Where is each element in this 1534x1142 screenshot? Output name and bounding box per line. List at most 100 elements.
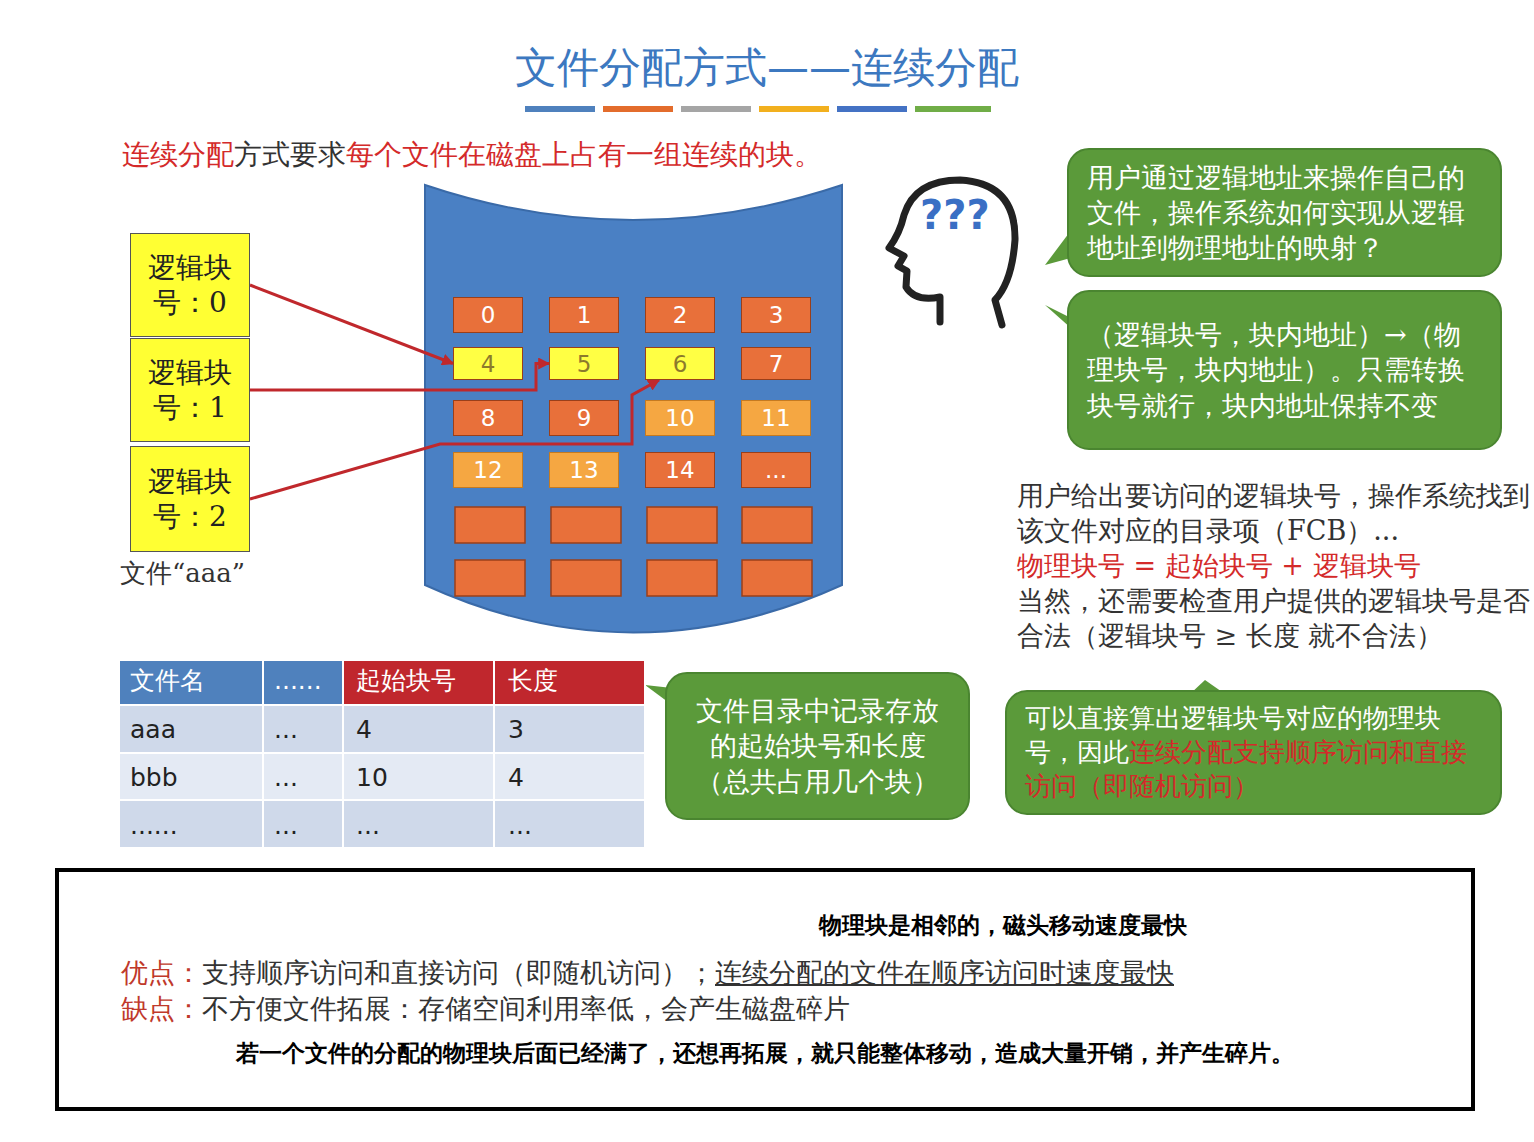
node-text: 5 — [577, 351, 592, 377]
label-group: 起始块号 — [356, 665, 456, 696]
disk-block: 12 — [453, 452, 523, 488]
node-text: 14 — [665, 457, 694, 483]
file-name: 文件“aaa” — [120, 558, 245, 588]
text-line: 1 — [577, 302, 592, 328]
text-line: 可以直接算出逻辑块号对应的物理块号，因此连续分配支持顺序访问和直接访问（即随机访… — [1025, 702, 1482, 803]
question-marks: ??? — [920, 192, 990, 238]
table-cell: ... — [274, 811, 298, 840]
label-group: 3 — [508, 714, 524, 745]
text-line: 3 — [769, 302, 784, 328]
node-text: 支持顺序访问和直接访问（即随机访问）； — [202, 957, 715, 988]
text-line: 逻辑块号：2 — [139, 464, 241, 534]
text-line: 14 — [665, 457, 694, 483]
text-line: 物理块是相邻的，磁头移动速度最快 — [79, 910, 1451, 941]
node-text: 连续分配的文件在顺序访问时速度最快 — [715, 957, 1174, 988]
node-text: ... — [765, 457, 787, 483]
node-text: 13 — [569, 457, 598, 483]
table-cell: 4 — [508, 763, 524, 792]
table-cell: ... — [356, 811, 380, 840]
label-group: bbb — [130, 762, 178, 793]
disk-block: 6 — [645, 347, 715, 380]
node-text: 11 — [761, 405, 790, 431]
label-group: 文件“aaa” — [120, 557, 245, 590]
text-line: 11 — [761, 405, 790, 431]
title: 文件分配方式——连续分配 — [0, 40, 1534, 96]
intro-text: 方式要求 — [234, 138, 346, 171]
callout-bubble: 用户通过逻辑地址来操作自己的文件，操作系统如何实现从逻辑地址到物理地址的映射？ — [1067, 148, 1502, 277]
node-text: 优点： — [121, 957, 202, 988]
logical-block: 逻辑块号：1 — [130, 338, 250, 442]
explanation-text: 当然，还需要检查用户提供的逻辑块号是否合法（逻辑块号 ≥ 长度 就不合法） — [1017, 583, 1532, 653]
disk-block: 5 — [549, 347, 619, 380]
disk-block: 14 — [645, 452, 715, 488]
text-line: 优点：支持顺序访问和直接访问（即随机访问）；连续分配的文件在顺序访问时速度最快 — [79, 955, 1451, 990]
label-group: ... — [274, 714, 298, 745]
disk-block: 11 — [741, 400, 811, 436]
table-cell: 4 — [356, 715, 372, 744]
table-cell: 10 — [356, 763, 388, 792]
callout-bubble: （逻辑块号，块内地址）→（物理块号，块内地址）。只需转换块号就行，块内地址保持不… — [1067, 290, 1502, 450]
table-cell: ... — [274, 715, 298, 744]
table-cell: aaa — [130, 715, 176, 744]
label-group: 10 — [356, 762, 388, 793]
label-group: aaa — [130, 714, 176, 745]
label-group: ... — [508, 810, 532, 841]
text-line: 用户通过逻辑地址来操作自己的文件，操作系统如何实现从逻辑地址到物理地址的映射？ — [1087, 160, 1482, 265]
callout-bubble: 文件目录中记录存放的起始块号和长度（总共占用几个块） — [665, 672, 970, 820]
node-text: 逻辑块号：1 — [148, 356, 232, 424]
disk-block: 1 — [549, 297, 619, 333]
table-grid — [119, 660, 645, 848]
logical-block: 逻辑块号：0 — [130, 233, 250, 337]
text-line: 2 — [673, 302, 688, 328]
label-group: 用户给出要访问的逻辑块号，操作系统找到该文件对应的目录项（FCB）...物理块号… — [1017, 478, 1532, 653]
empty-blocks — [455, 507, 812, 596]
text-line: 5 — [577, 351, 592, 377]
summary-box: 物理块是相邻的，磁头移动速度最快优点：支持顺序访问和直接访问（即随机访问）；连续… — [55, 868, 1475, 1111]
node-text: 1 — [577, 302, 592, 328]
node-text: （逻辑块号，块内地址）→（物理块号，块内地址）。只需转换块号就行，块内地址保持不… — [1087, 319, 1465, 420]
disk-block: 0 — [453, 297, 523, 333]
label-group: 4 — [508, 762, 524, 793]
table-header: 起始块号 — [356, 666, 456, 695]
label-group: ...... — [274, 665, 322, 696]
disk-block: 9 — [549, 400, 619, 436]
disk-block: 3 — [741, 297, 811, 333]
text-line: 8 — [481, 405, 496, 431]
intro-text: 每个文件在磁盘上占有一组连续的块。 — [346, 138, 822, 171]
text-line: 4 — [481, 351, 496, 377]
label-group: 连续分配方式要求每个文件在磁盘上占有一组连续的块。 — [122, 137, 822, 172]
node-text: 8 — [481, 405, 496, 431]
table-cell: ... — [274, 763, 298, 792]
label-group: 文件名 — [130, 665, 205, 696]
disk-block: 2 — [645, 297, 715, 333]
text-line: 12 — [473, 457, 502, 483]
table-header: 长度 — [508, 666, 558, 695]
label-group: ... — [356, 810, 380, 841]
node-text: 若一个文件的分配的物理块后面已经满了，还想再拓展，就只能整体移动，造成大量开销，… — [236, 1040, 1294, 1066]
node-text: 4 — [481, 351, 496, 377]
text-line: 逻辑块号：0 — [139, 250, 241, 320]
text-line: ... — [765, 457, 787, 483]
disk-block: 4 — [453, 347, 523, 380]
node-text: 不方便文件拓展：存储空间利用率低，会产生磁盘碎片 — [202, 993, 850, 1024]
table-cell: ...... — [130, 811, 178, 840]
callout-bubble: 可以直接算出逻辑块号对应的物理块号，因此连续分配支持顺序访问和直接访问（即随机访… — [1005, 690, 1502, 815]
mapping-arrow — [250, 380, 659, 499]
table-cell: 3 — [508, 715, 524, 744]
node-text: 6 — [673, 351, 688, 377]
text-line: 7 — [769, 351, 784, 377]
label-group: ??? — [920, 190, 990, 240]
node-text: 逻辑块号：2 — [148, 465, 232, 533]
formula-text: 物理块号 = 起始块号 + 逻辑块号 — [1017, 548, 1532, 583]
disk-block: ... — [741, 452, 811, 488]
text-line: 13 — [569, 457, 598, 483]
disk-block: 7 — [741, 347, 811, 380]
node-text: 3 — [769, 302, 784, 328]
node-text: 文件目录中记录存放的起始块号和长度（总共占用几个块） — [696, 695, 939, 796]
disk-block: 13 — [549, 452, 619, 488]
node-text: 2 — [673, 302, 688, 328]
table-header: ...... — [274, 666, 322, 695]
node-text: 逻辑块号：0 — [148, 251, 232, 319]
label-group: 长度 — [508, 665, 558, 696]
